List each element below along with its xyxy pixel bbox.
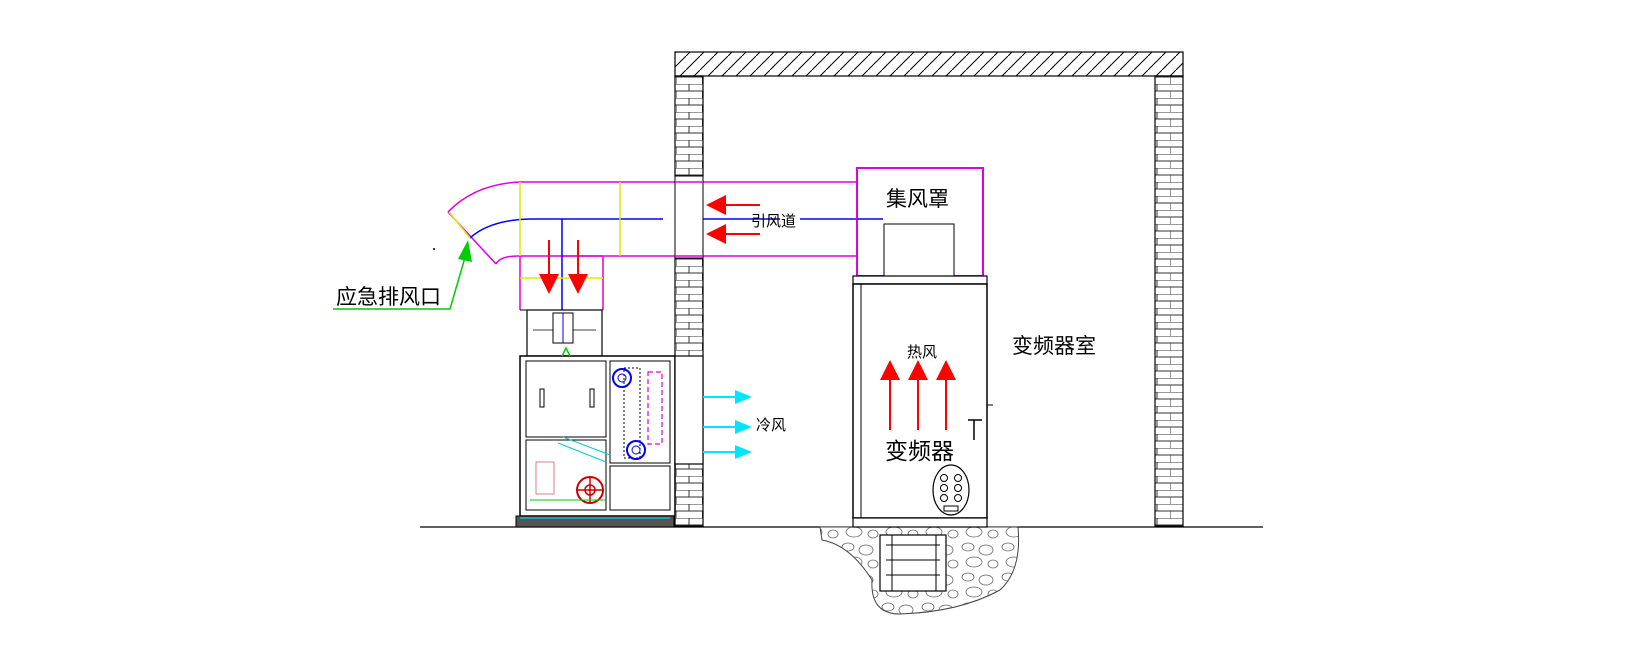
ceiling-hatch xyxy=(674,51,1184,77)
foundation xyxy=(819,526,1020,615)
left-wall-upper xyxy=(674,75,704,177)
label-vfd: 变频器 xyxy=(885,439,954,465)
label-cold-air: 冷风 xyxy=(756,416,786,434)
label-hot-air: 热风 xyxy=(907,343,937,361)
label-emergency-exhaust: 应急排风口 xyxy=(336,285,441,309)
cold-air-arrows xyxy=(703,390,752,459)
label-collector-hood: 集风罩 xyxy=(886,187,949,211)
right-wall xyxy=(1154,75,1184,527)
ac-unit xyxy=(515,309,704,528)
collector-hood xyxy=(856,167,984,277)
air-duct xyxy=(447,175,857,310)
emergency-exhaust-pointer xyxy=(333,240,472,310)
control-panel-icon xyxy=(932,464,970,516)
label-vfd-room: 变频器室 xyxy=(1012,334,1096,358)
vfd-cabinet xyxy=(852,275,993,528)
label-air-duct: 引风道 xyxy=(751,212,796,230)
